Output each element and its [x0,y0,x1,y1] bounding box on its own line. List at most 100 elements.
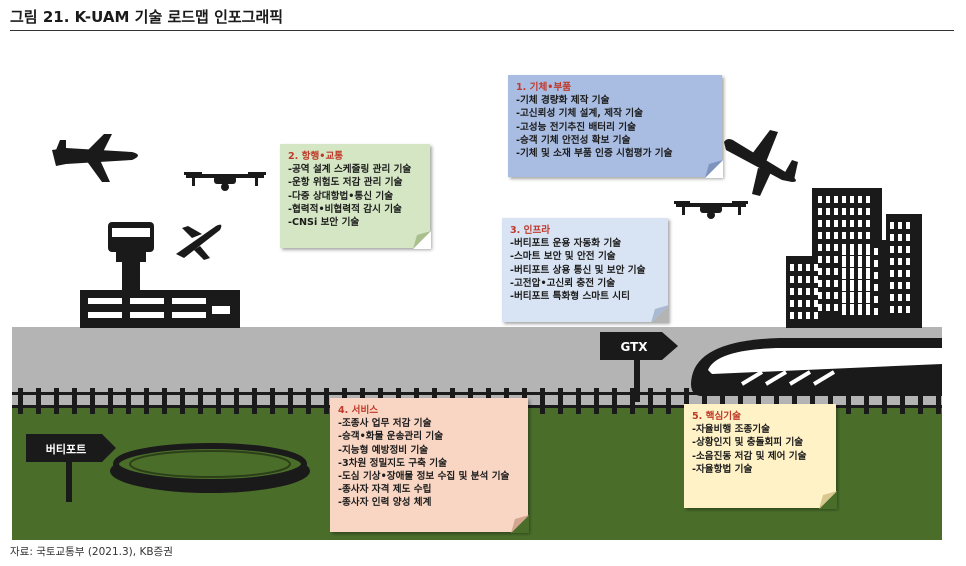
rail-tie [306,388,311,414]
building-window [898,246,902,253]
building-window [826,292,830,299]
note-item: -공역 설계 스케줄링 관리 기술 [288,164,412,176]
rail-tie [756,388,761,414]
page-fold-icon [651,305,669,323]
building-window [866,232,870,239]
building-window [890,306,894,313]
rail-tie [216,388,221,414]
building-window [826,220,830,227]
building-window [858,292,862,299]
building-window [818,220,822,227]
building-window [898,222,902,229]
source-caption: 자료: 국토교통부 (2021.3), KB증권 [10,546,173,558]
building-window [858,232,862,239]
note-item: -협력적•비협력적 감시 기술 [288,203,402,215]
rail-tie [594,388,599,414]
building-window [826,208,830,215]
building-window [874,248,878,255]
rail-tie [630,388,635,414]
building-window [858,256,862,263]
building-window [790,264,794,271]
rail-tie [18,388,23,414]
note-item: -버티포트 특화형 스마트 시티 [510,291,630,303]
building-window [866,244,870,251]
building-window [834,280,838,287]
vertiport-sign-post [66,446,72,502]
building-window [806,312,810,319]
building-window [850,308,854,315]
note-services: 4. 서비스 -조종사 업무 저감 기술 -승객•화물 운송관리 기술 -지능형… [330,398,529,533]
building-window [890,294,894,301]
rail-tie [810,388,815,414]
building-window [866,208,870,215]
building-window [842,196,846,203]
note-item: -고전압•고신뢰 충전 기술 [510,277,616,289]
building-window [814,264,818,271]
building-window [866,268,870,275]
building-window [834,268,838,275]
note-item: -조종사 업무 저감 기술 [338,418,432,430]
airport-tower-icon [80,222,240,328]
building-window [906,294,910,301]
note-item: -CNSi 보안 기술 [288,217,360,229]
building-window [814,300,818,307]
rail-tie [36,388,41,414]
rail-tie [108,388,113,414]
building-window [858,208,862,215]
building-window [842,296,846,303]
building-window [850,232,854,239]
building-window [906,270,910,277]
building-window [898,282,902,289]
building-window [874,296,878,303]
gtx-sign: GTX [600,332,678,360]
page-fold-icon [511,515,529,533]
building-window [806,276,810,283]
note-heading: 3. 인프라 [510,225,551,236]
building-window [826,232,830,239]
building-window [818,280,822,287]
building-window [850,268,854,275]
note-item: -기체 및 소재 부품 인증 시험평가 기술 [516,148,673,160]
rail-tie [612,388,617,414]
building-window [906,234,910,241]
building-window [906,282,910,289]
rail-tie [72,388,77,414]
rail-tie [738,388,743,414]
building-window [850,208,854,215]
building-window [842,208,846,215]
gtx-train-icon [691,338,942,396]
building-window [842,308,846,315]
rail-tie [234,388,239,414]
rail-tie [288,388,293,414]
rail-tie [162,388,167,414]
building-window [858,280,862,287]
building-window [858,304,862,311]
building-window [834,232,838,239]
building-window [898,234,902,241]
rail-tie [90,388,95,414]
building-window [834,256,838,263]
rail-tie [180,388,185,414]
building-window [826,196,830,203]
rail-tie [666,388,671,414]
building-window [834,244,838,251]
note-item: -지능형 예방정비 기술 [338,444,429,456]
building-window [806,264,810,271]
rail-tie [684,388,689,414]
building-window [850,196,854,203]
rail-tie [774,388,779,414]
building-window [834,208,838,215]
rail-tie [648,388,653,414]
note-item: -3차원 정밀지도 구축 기술 [338,457,447,469]
building-window [858,268,862,275]
vertiport-sign-label: 버티포트 [46,442,86,456]
city-skyline-icon [786,188,922,328]
building-window [814,276,818,283]
building-window [874,272,878,279]
building-window [858,248,862,255]
building-window [850,296,854,303]
building-window [842,284,846,291]
building-window [818,232,822,239]
note-item: -스마트 보안 및 안전 기술 [510,251,616,263]
vertiport-sign: 버티포트 [26,434,116,462]
